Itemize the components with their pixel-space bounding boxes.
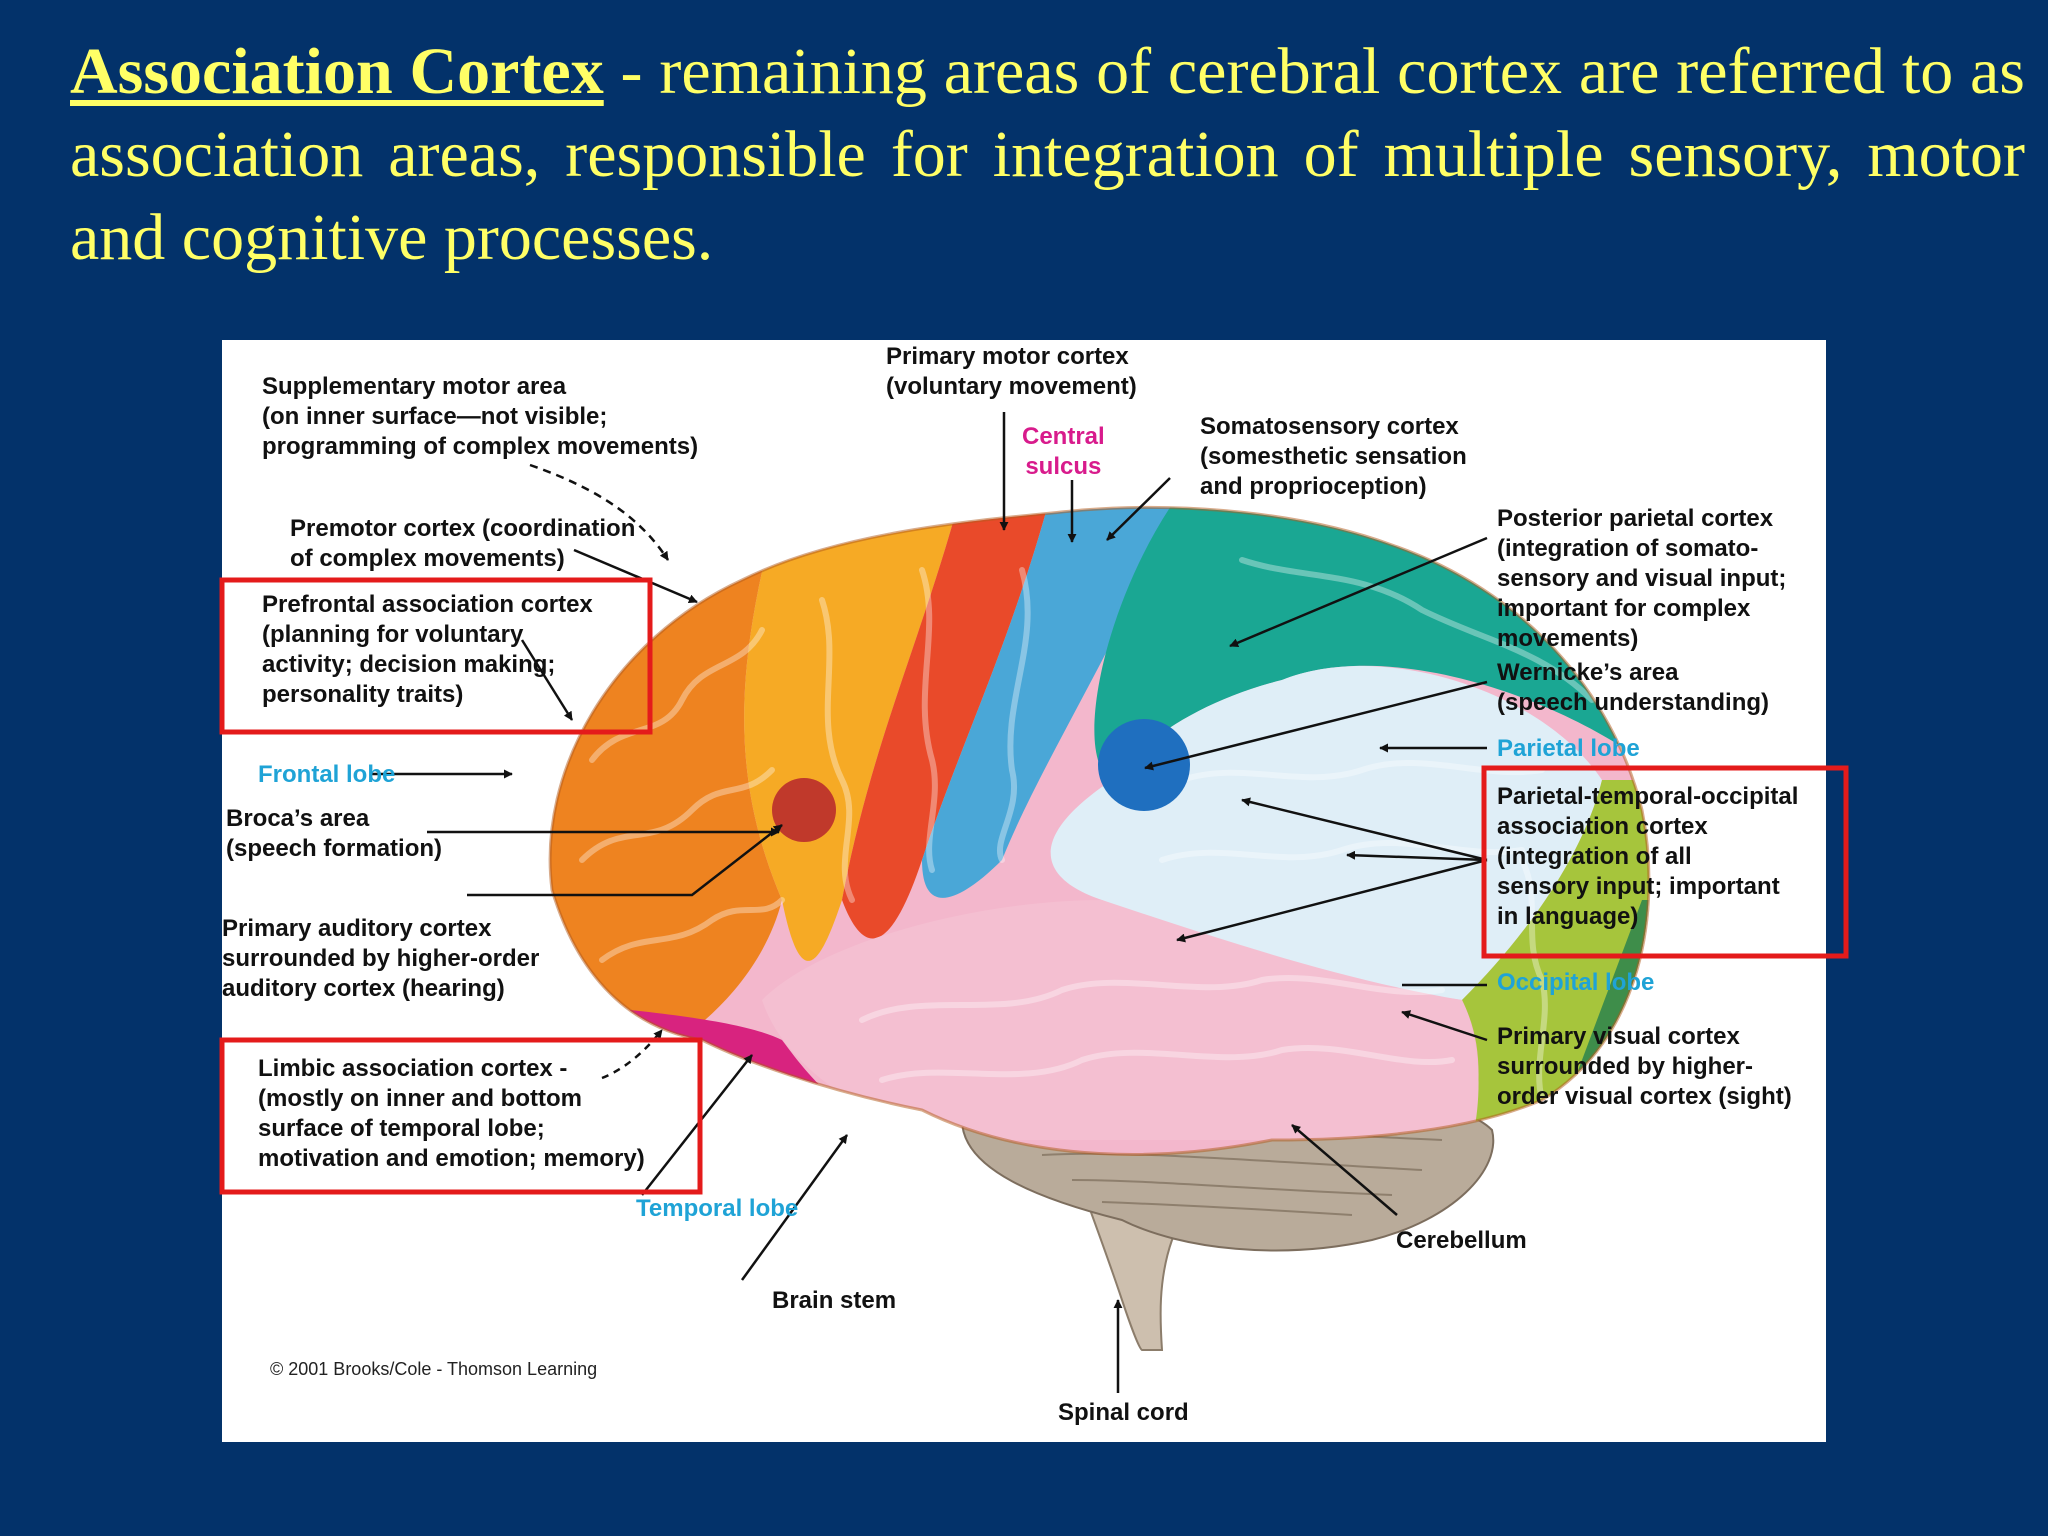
label-frontal-lobe: Frontal lobe	[258, 761, 396, 788]
label-primary-motor-cortex: Primary motor cortex(voluntary movement)	[886, 343, 1137, 400]
slide-heading: Association Cortex - remaining areas of …	[70, 30, 2025, 279]
copyright-notice: © 2001 Brooks/Cole - Thomson Learning	[270, 1359, 598, 1379]
prefrontal-highlight-box	[219, 577, 653, 735]
highlight-boxes	[219, 577, 1849, 1195]
brain-illustration	[219, 412, 1849, 1393]
leader-lines	[372, 412, 1488, 1393]
label-somatosensory-cortex: Somatosensory cortex(somesthetic sensati…	[1200, 413, 1467, 500]
label-parietal-lobe: Parietal lobe	[1497, 735, 1640, 762]
label-supplementary-motor-area: Supplementary motor area(on inner surfac…	[262, 373, 699, 460]
brain-diagram: Primary motor cortex(voluntary movement)…	[219, 340, 1849, 1442]
heading-term: Association Cortex	[70, 35, 604, 108]
label-limbic-association-cortex: Limbic association cortex -(mostly on in…	[258, 1055, 645, 1172]
wernickes-area-shape	[1098, 719, 1190, 811]
limbic-highlight-box	[219, 1037, 703, 1195]
cortex-regions	[550, 507, 1649, 1140]
label-prefrontal-association-cortex: Prefrontal association cortex(planning f…	[262, 591, 593, 708]
label-wernickes-area: Wernicke’s area(speech understanding)	[1497, 659, 1770, 716]
label-occipital-lobe: Occipital lobe	[1497, 969, 1655, 996]
ptoa-highlight-box	[1481, 765, 1849, 959]
label-temporal-lobe: Temporal lobe	[636, 1195, 799, 1222]
heading-body: - remaining areas of cerebral cortex are…	[70, 35, 2025, 274]
label-posterior-parietal-cortex: Posterior parietal cortex(integration of…	[1497, 505, 1787, 652]
brocas-area-shape	[772, 778, 836, 842]
label-brocas-area: Broca’s area(speech formation)	[226, 805, 443, 862]
label-spinal-cord: Spinal cord	[1058, 1399, 1189, 1426]
label-cerebellum: Cerebellum	[1396, 1227, 1527, 1254]
label-brain-stem: Brain stem	[772, 1287, 897, 1314]
